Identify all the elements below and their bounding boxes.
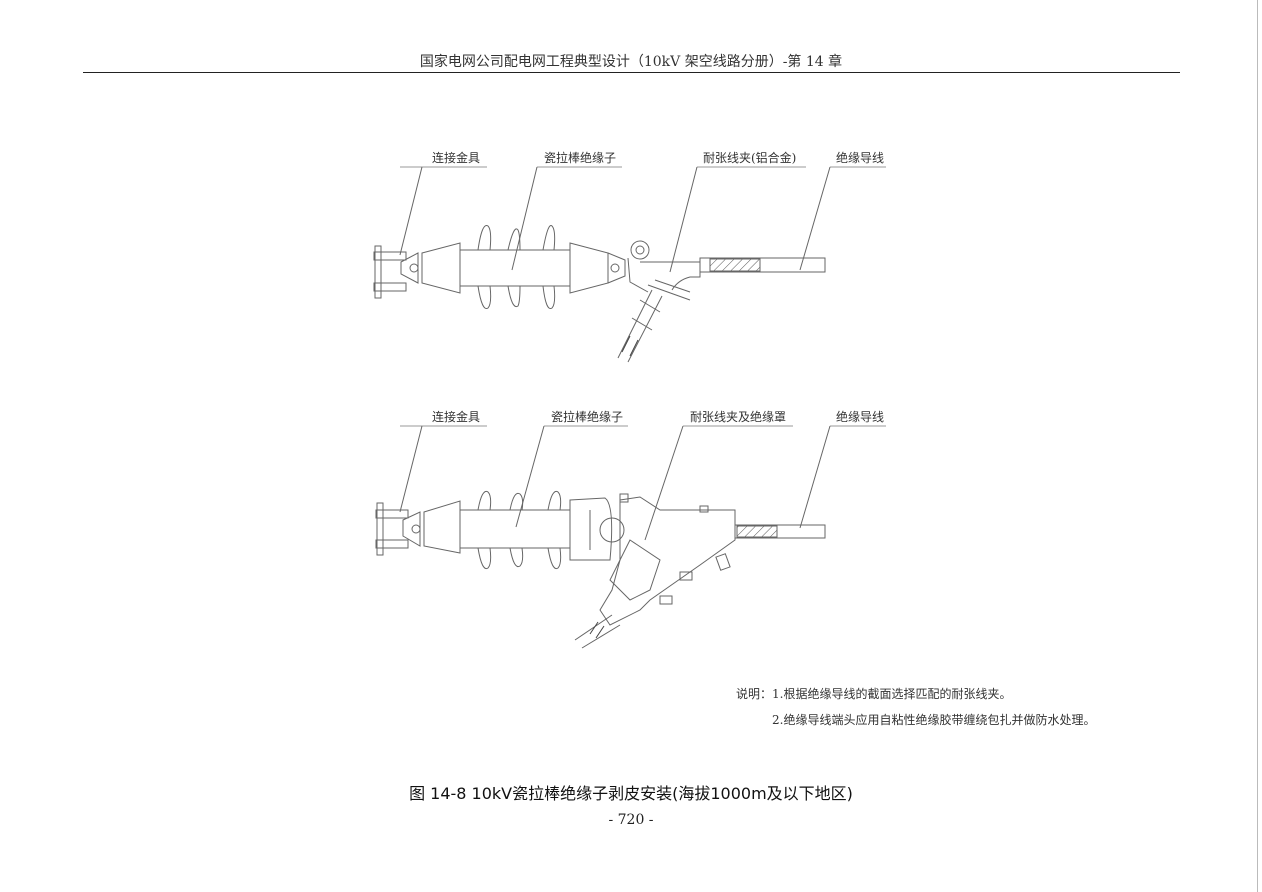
label-connecting-fitting: 连接金具	[432, 410, 481, 424]
drawing-top-assembly	[373, 166, 886, 363]
running-header: 国家电网公司配电网工程典型设计（10kV 架空线路分册）-第 14 章	[419, 54, 843, 70]
label-porcelain-rod-insulator: 瓷拉棒绝缘子	[551, 410, 624, 424]
label-insulated-conductor: 绝缘导线	[836, 151, 885, 165]
label-connecting-fitting: 连接金具	[432, 151, 481, 165]
note-item: 1.根据绝缘导线的截面选择匹配的耐张线夹。	[772, 687, 1012, 701]
label-porcelain-rod-insulator: 瓷拉棒绝缘子	[544, 151, 617, 165]
notes: 说明：1.根据绝缘导线的截面选择匹配的耐张线夹。 2.绝缘导线端头应用自粘性绝缘…	[736, 681, 1095, 733]
note-item: 2.绝缘导线端头应用自粘性绝缘胶带缠绕包扎并做防水处理。	[772, 713, 1096, 727]
page-edge	[1257, 0, 1258, 892]
label-strain-clamp-aluminum: 耐张线夹(铝合金)	[703, 151, 797, 165]
header-rule	[83, 72, 1180, 73]
figure-caption: 图 14-8 10kV瓷拉棒绝缘子剥皮安装(海拔1000m及以下地区)	[409, 784, 853, 803]
page-number: - 720 -	[608, 812, 654, 828]
label-insulated-conductor: 绝缘导线	[836, 410, 885, 424]
label-strain-clamp-with-cover: 耐张线夹及绝缘罩	[690, 410, 787, 424]
notes-prefix: 说明：	[736, 687, 773, 701]
drawing-bottom-assembly	[375, 425, 886, 649]
